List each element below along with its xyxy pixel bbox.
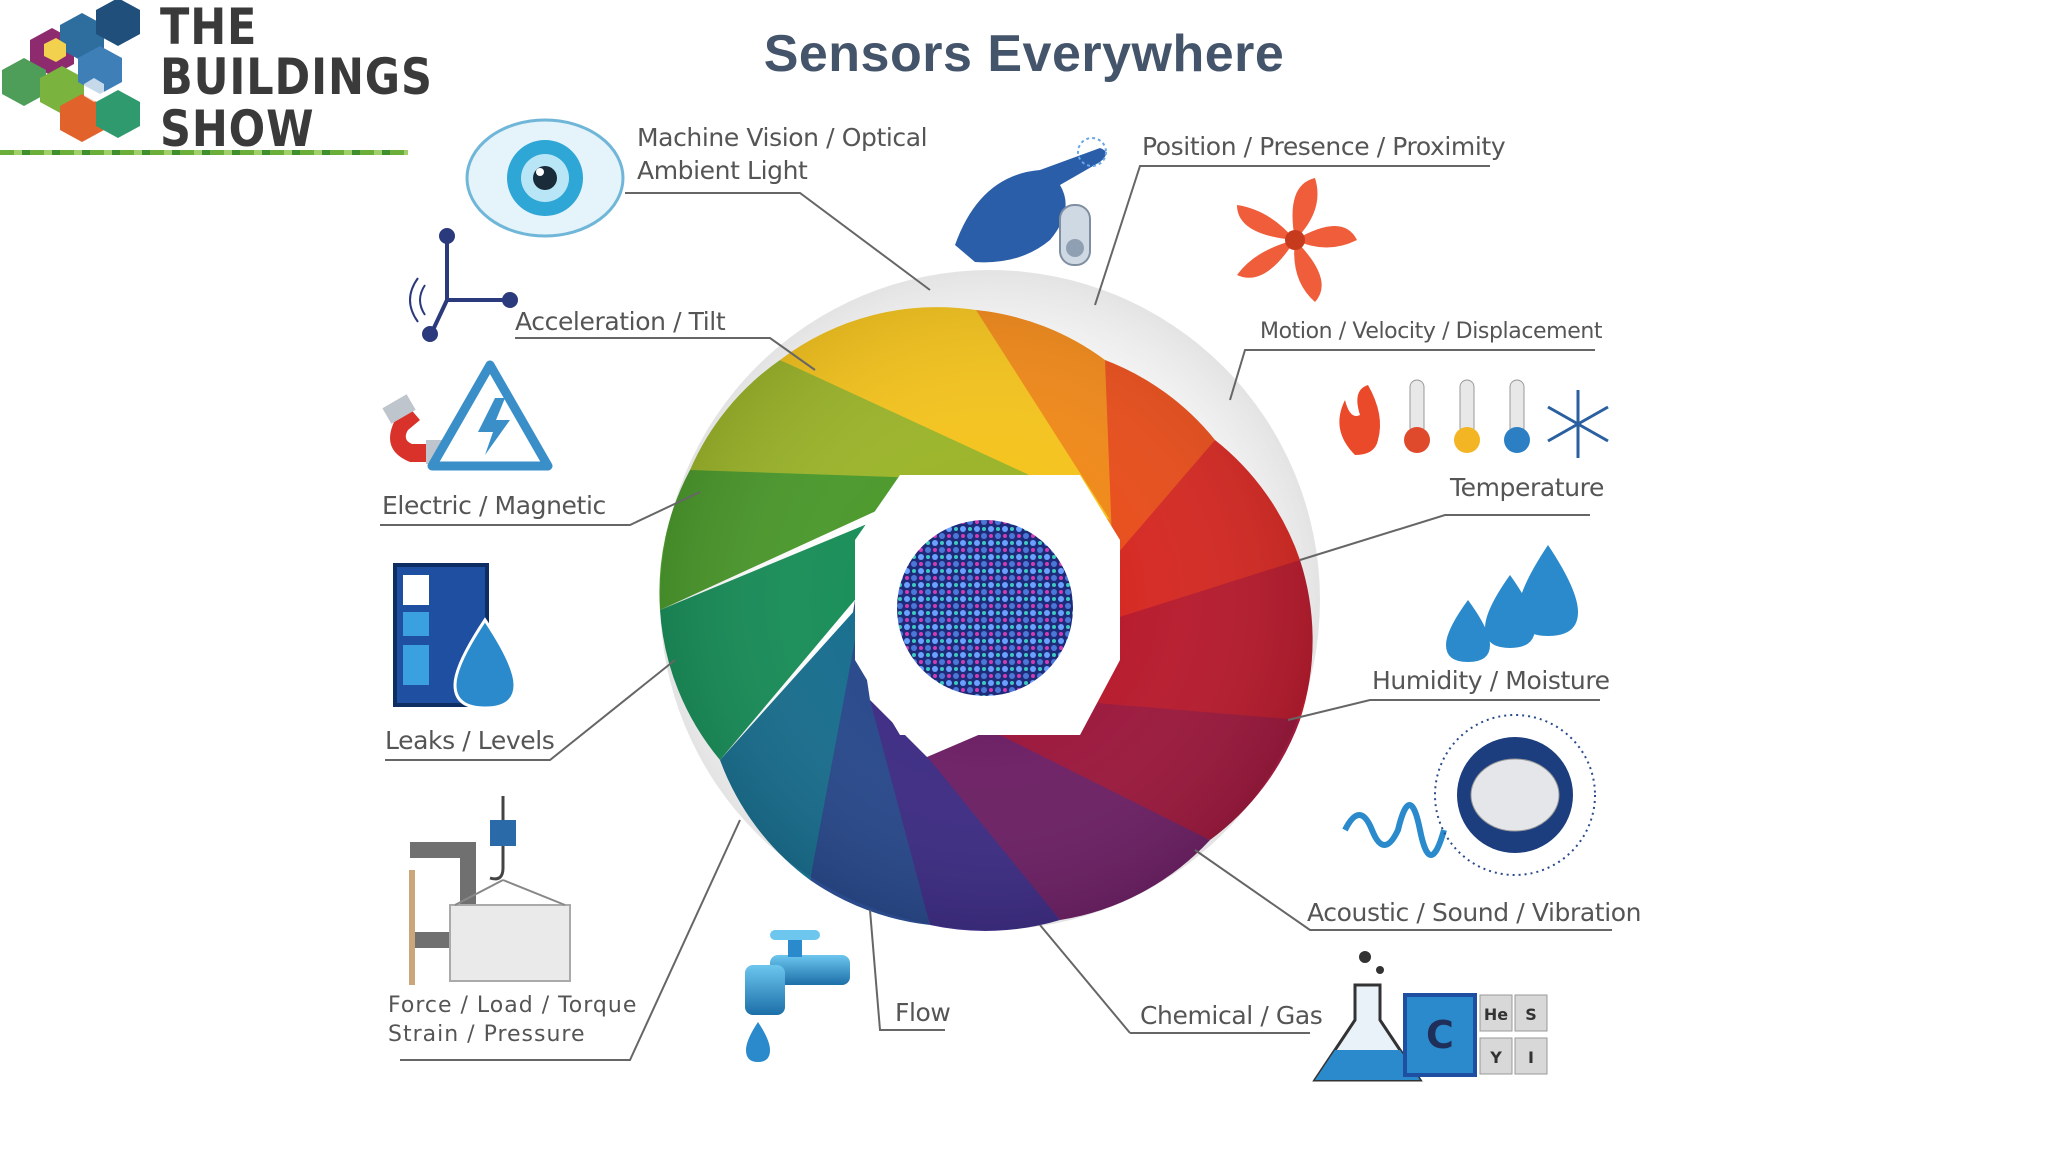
label-flow: Flow [895,998,951,1027]
eye-icon [465,118,625,238]
sound-wave-icon [1342,802,1447,858]
water-drop-icon [453,617,517,710]
clamp-icon [409,842,476,985]
logo-hexagons-icon [2,0,140,142]
label-motion: Motion / Velocity / Displacement [1260,319,1603,344]
label-force: Force / Load / Torque Strain / Pressure [388,992,637,1049]
logo-line-1: THE [160,0,258,56]
label-temperature: Temperature [1450,473,1604,502]
element-i: I [1528,1048,1534,1067]
color-wheel [659,270,1320,931]
label-machine-vision: Machine Vision / Optical Ambient Light [637,122,928,187]
label-chemical: Chemical / Gas [1140,1001,1323,1030]
logo-stripe [0,150,408,155]
label-acceleration: Acceleration / Tilt [515,307,726,336]
element-c: C [1426,1013,1454,1057]
label-position: Position / Presence / Proximity [1142,132,1506,161]
accelerometer-icon [409,228,518,342]
faucet-icon [745,930,850,1062]
label-humidity: Humidity / Moisture [1372,666,1610,695]
page-title: Sensors Everywhere [763,25,1285,83]
pointing-hand-icon [955,137,1107,266]
fan-icon [1237,178,1357,302]
label-acoustic: Acoustic / Sound / Vibration [1307,898,1642,927]
label-leaks: Leaks / Levels [385,726,555,755]
flame-icon [1339,385,1381,455]
label-machine-vision-line1: Machine Vision / Optical [637,123,928,152]
element-y: Y [1489,1048,1502,1067]
logo: THE BUILDINGS SHOW [0,0,432,160]
sensor-grid-icon [897,520,1073,696]
snowflake-icon [1547,390,1609,458]
logo-line-3: SHOW [160,100,315,158]
label-machine-vision-line2: Ambient Light [637,155,808,185]
thermometer-icon [1404,379,1530,453]
element-s: S [1525,1005,1537,1024]
explosion-icon [1434,714,1596,876]
element-he: He [1484,1005,1508,1024]
humidity-drops-icon [1446,545,1578,662]
magnet-icon [382,394,442,464]
flask-icon [1312,951,1423,1082]
crane-hook-icon [449,796,571,982]
periodic-table-icon: C He S Y I [1403,993,1548,1077]
logo-line-2: BUILDINGS [160,48,433,106]
electric-warning-icon [427,360,553,471]
leader-lines [380,165,1612,1061]
label-force-line2: Strain / Pressure [388,1021,586,1047]
label-force-line1: Force / Load / Torque [388,993,638,1018]
label-electric: Electric / Magnetic [382,491,606,520]
